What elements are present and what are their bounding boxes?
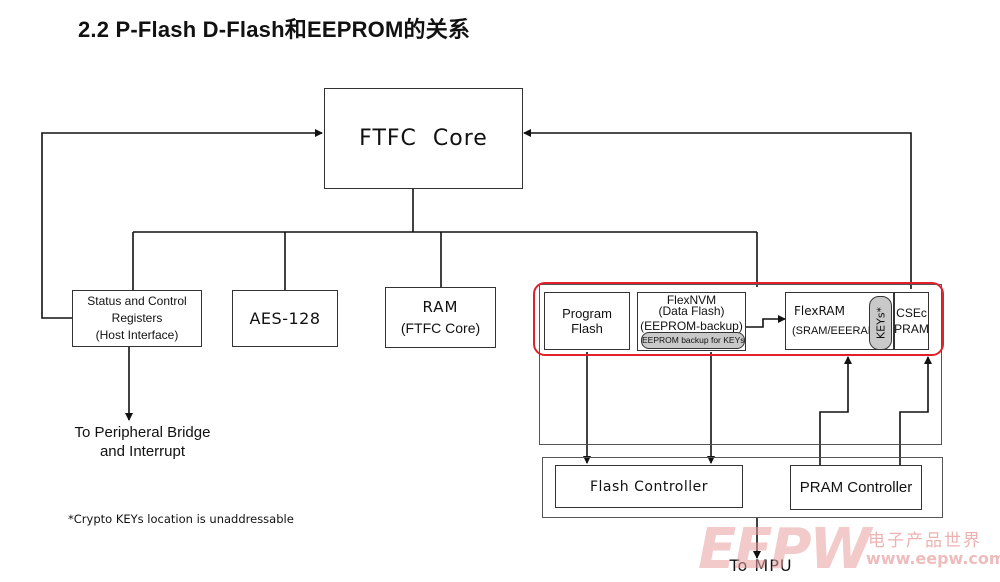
keys-label: KEYs* bbox=[874, 306, 887, 340]
keys-pill: KEYs* bbox=[869, 296, 892, 350]
flash-controller-box: Flash Controller bbox=[555, 465, 743, 508]
flexram-sublabel: (SRAM/EEERAM) bbox=[792, 325, 881, 337]
aes-label: AES-128 bbox=[249, 309, 321, 328]
footnote: *Crypto KEYs location is unaddressable bbox=[68, 512, 294, 526]
peripheral-bridge-label: To Peripheral Bridge and Interrupt bbox=[60, 423, 225, 461]
csec-pram-box: CSEc PRAM bbox=[894, 292, 929, 350]
ftfc-core-label: FTFC Core bbox=[359, 126, 488, 151]
ram-box: RAM (FTFC Core) bbox=[385, 287, 496, 348]
flash-memory-frame bbox=[539, 284, 942, 445]
flexram-label: FlexRAM bbox=[794, 304, 845, 318]
eeprom-keys-label: EEPROM backup for KEYs* bbox=[642, 335, 745, 345]
memory-highlight bbox=[533, 282, 944, 356]
ram-label: RAM bbox=[422, 297, 459, 316]
controller-frame bbox=[542, 457, 943, 518]
page-title: 2.2 P-Flash D-Flash和EEPROM的关系 bbox=[78, 17, 471, 42]
peripheral-line-2: and Interrupt bbox=[99, 443, 186, 460]
pram-controller-box: PRAM Controller bbox=[790, 465, 922, 510]
csec-label: CSEc bbox=[896, 306, 927, 320]
ram-sublabel: (FTFC Core) bbox=[400, 319, 481, 336]
flexnvm-label: FlexNVM bbox=[666, 293, 717, 307]
status-line-1: Status and Control bbox=[87, 294, 187, 308]
to-mpu-label: To MPU bbox=[729, 556, 793, 575]
status-line-2: Registers bbox=[111, 311, 163, 325]
flexnvm-data-flash: (Data Flash) bbox=[658, 304, 725, 318]
program-flash-label: Program Flash bbox=[562, 306, 612, 336]
eepw-watermark-logo: EEPW bbox=[698, 517, 871, 582]
flash-controller-label: Flash Controller bbox=[589, 478, 708, 495]
ftfc-core-box: FTFC Core bbox=[324, 88, 523, 189]
eeprom-keys-pill: EEPROM backup for KEYs* bbox=[641, 332, 745, 349]
eepw-watermark-cn: 电子产品世界 bbox=[868, 531, 982, 551]
pram-controller-label: PRAM Controller bbox=[799, 479, 913, 496]
peripheral-line-1: To Peripheral Bridge bbox=[74, 424, 211, 441]
aes-box: AES-128 bbox=[232, 290, 338, 347]
status-control-box: Status and Control Registers (Host Inter… bbox=[72, 290, 202, 347]
eepw-watermark-url: www.eepw.com.cn bbox=[866, 549, 1000, 568]
status-line-3: (Host Interface) bbox=[95, 328, 179, 342]
flexnvm-eeprom-backup: (EEPROM-backup) bbox=[640, 319, 743, 333]
program-flash-box: Program Flash bbox=[544, 292, 630, 350]
pram-label: PRAM bbox=[894, 322, 929, 336]
